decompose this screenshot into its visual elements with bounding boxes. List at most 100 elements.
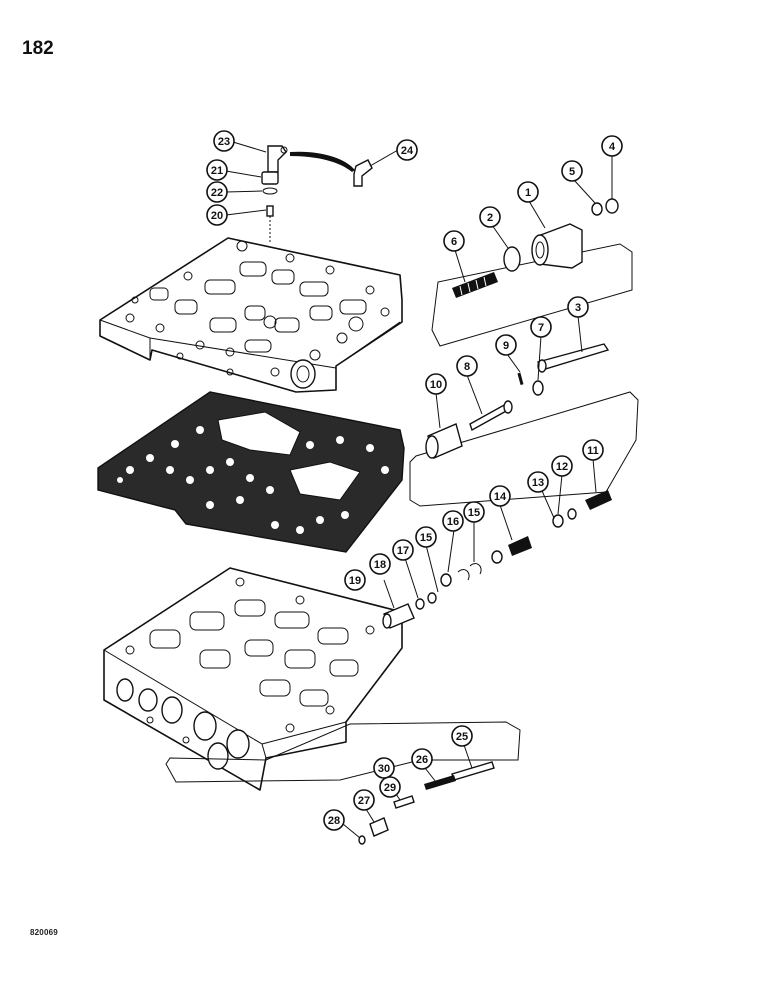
callout-6: 6 [443,230,465,252]
retainer [532,380,544,396]
callout-24: 24 [396,139,418,161]
svg-text:14: 14 [494,491,507,503]
washer [567,508,577,520]
svg-text:27: 27 [358,795,370,807]
ring-small-b [415,598,425,610]
callout-5: 5 [561,160,583,182]
svg-text:16: 16 [447,516,459,528]
svg-text:7: 7 [538,322,544,334]
plunger [469,400,513,432]
spacer-b [440,573,452,587]
svg-text:29: 29 [384,782,396,794]
tube-leader [290,151,355,172]
svg-text:26: 26 [416,754,428,766]
callout-16: 16 [442,510,464,532]
clip-b [457,569,470,581]
svg-text:10: 10 [430,379,442,391]
callout-8: 8 [456,355,478,377]
rod [451,761,495,781]
callout-30: 30 [373,757,395,779]
svg-text:25: 25 [456,731,468,743]
callout-15a: 15 [463,501,485,523]
callout-7: 7 [530,316,552,338]
callout-23: 23 [213,130,235,152]
spring-upper [452,272,498,298]
callout-1: 1 [517,181,539,203]
callout-12: 12 [551,455,573,477]
callout-22: 22 [206,181,228,203]
orifice-screw [266,205,274,244]
svg-text:4: 4 [609,141,616,153]
callout-29: 29 [379,776,401,798]
spring-right [585,490,612,510]
svg-text:17: 17 [397,545,409,557]
ring-small [427,592,437,604]
gasket [97,391,405,553]
o-ring-lower [358,835,366,845]
pin [517,372,524,386]
svg-text:6: 6 [451,236,457,248]
svg-text:28: 28 [328,815,340,827]
figure-code: 820069 [30,928,58,937]
svg-text:22: 22 [211,187,223,199]
valve-cover-plate [99,237,403,393]
svg-text:20: 20 [211,210,223,222]
callout-28: 28 [323,809,345,831]
svg-text:13: 13 [532,477,544,489]
svg-text:24: 24 [401,145,414,157]
callout-26: 26 [411,748,433,770]
callout-18: 18 [369,553,391,575]
svg-text:15: 15 [420,532,432,544]
snap-ring [591,202,603,216]
svg-text:18: 18 [374,559,386,571]
valve-body [103,567,403,791]
clip-a [469,563,482,575]
callout-11: 11 [582,439,604,461]
callout-9: 9 [495,334,517,356]
svg-text:23: 23 [218,136,230,148]
plug-lower [369,817,389,837]
piston [425,423,463,459]
svg-text:12: 12 [556,461,568,473]
svg-text:30: 30 [378,763,390,775]
seal-ring [503,246,521,272]
o-ring [262,187,278,195]
coil-spring [424,775,456,790]
callout-27: 27 [353,789,375,811]
svg-text:15: 15 [468,507,480,519]
spool [536,343,610,373]
pin-small [393,795,415,809]
svg-text:11: 11 [587,445,599,457]
plug [261,171,279,185]
svg-text:3: 3 [575,302,581,314]
svg-text:19: 19 [349,575,361,587]
callout-25: 25 [451,725,473,747]
cap [605,198,619,214]
page-number: 182 [22,38,54,59]
svg-text:21: 21 [211,165,223,177]
shim [552,514,564,528]
callout-21: 21 [206,159,228,181]
svg-text:8: 8 [464,361,470,373]
callout-10: 10 [425,373,447,395]
spring-mid [508,536,532,556]
svg-text:5: 5 [569,166,575,178]
angle-fitting [353,159,373,187]
callout-19: 19 [344,569,366,591]
svg-text:2: 2 [487,212,493,224]
callout-3: 3 [567,296,589,318]
svg-text:9: 9 [503,340,509,352]
callout-2: 2 [479,206,501,228]
svg-text:1: 1 [525,187,531,199]
callout-15b: 15 [415,526,437,548]
elbow-fitting [267,145,288,173]
callout-17: 17 [392,539,414,561]
callout-4: 4 [601,135,623,157]
callout-14: 14 [489,485,511,507]
valve-sleeve [531,223,583,269]
callout-20: 20 [206,204,228,226]
callout-13: 13 [527,471,549,493]
spacer [491,550,503,564]
